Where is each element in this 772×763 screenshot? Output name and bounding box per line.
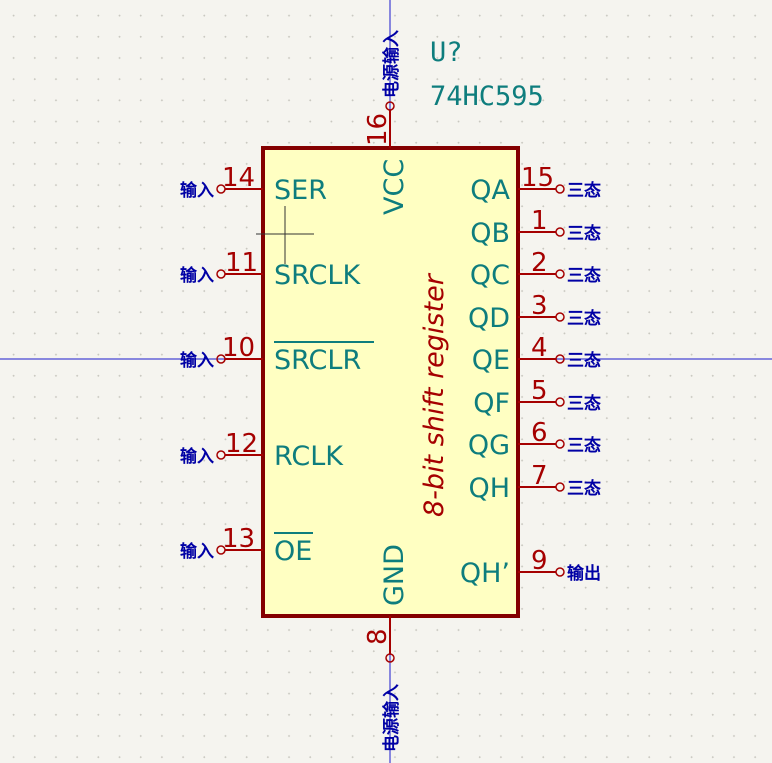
pin-endpoint [216,184,226,194]
pin-name: QF [473,388,510,419]
pin-name: QH [468,473,510,504]
pin-name: SRCLK [274,260,361,291]
electrical-type: 输入 [180,541,214,562]
component-value[interactable]: 74HC595 [430,81,544,112]
electrical-type: 三态 [567,478,601,499]
pin-name: SER [274,175,327,206]
pin-endpoint [385,101,395,111]
pin-name: GND [379,544,410,606]
component-description: 8-bit shift register [419,272,450,517]
pin-name: QB [470,218,510,249]
pin-5[interactable]: 5 QF 三态 [473,376,601,419]
electrical-type: 三态 [567,350,601,371]
pin-endpoint [555,482,565,492]
electrical-type: 电源输入 [381,30,402,98]
pin-number: 13 [222,524,255,554]
pin-endpoint [555,397,565,407]
pin-number: 8 [363,628,393,645]
pin-number: 10 [222,333,255,363]
pin-14[interactable]: 14 SER 输入 [180,163,327,206]
pin-8[interactable]: 8 GND 电源输入 [363,544,410,752]
pin-1[interactable]: 1 QB 三态 [470,206,601,249]
pin-endpoint [216,269,226,279]
pin-number: 2 [531,248,548,278]
pin-7[interactable]: 7 QH 三态 [468,461,601,504]
electrical-type: 输入 [180,446,214,467]
pin-endpoint [216,354,226,364]
pin-number: 12 [225,429,258,459]
electrical-type: 三态 [567,180,601,201]
electrical-type: 三态 [567,265,601,286]
pin-number: 16 [363,113,393,146]
pin-16[interactable]: 16 VCC 电源输入 [363,30,410,215]
pin-11[interactable]: 11 SRCLK 输入 [180,248,361,291]
pin-endpoint [555,269,565,279]
pin-number: 5 [531,376,548,406]
pin-name: VCC [379,159,410,215]
electrical-type: 输入 [180,350,214,371]
pin-number: 14 [222,163,255,193]
pin-number: 15 [521,163,554,193]
electrical-type: 输入 [180,265,214,286]
pin-name: RCLK [274,441,344,472]
pin-name: QG [468,430,510,461]
electrical-type: 三态 [567,393,601,414]
pin-endpoint [216,545,226,555]
pin-2[interactable]: 2 QC 三态 [470,248,601,291]
electrical-type: 三态 [567,308,601,329]
pin-endpoint [555,312,565,322]
electrical-type: 输出 [567,563,601,584]
pin-4[interactable]: 4 QE 三态 [472,333,601,376]
pin-endpoint [555,567,565,577]
pin-number: 6 [531,418,548,448]
pin-endpoint [555,184,565,194]
pin-name: QE [472,345,510,376]
pin-3[interactable]: 3 QD 三态 [468,291,601,334]
electrical-type: 三态 [567,223,601,244]
component-reference[interactable]: U? [430,37,463,68]
electrical-type: 三态 [567,435,601,456]
pin-10[interactable]: 10 SRCLR 输入 [180,333,374,376]
pin-name: SRCLR [274,345,361,376]
pin-9[interactable]: 9 QH’ 输出 [460,546,601,589]
pin-number: 9 [531,546,548,576]
pin-number: 1 [531,206,548,236]
pin-endpoint [555,439,565,449]
pin-endpoint [555,227,565,237]
pin-endpoint [555,354,565,364]
pin-name: OE [274,536,312,567]
pin-endpoint [385,653,395,663]
pin-endpoint [216,450,226,460]
pin-number: 11 [225,248,258,278]
electrical-type: 输入 [180,180,214,201]
pin-number: 4 [531,333,548,363]
electrical-type: 电源输入 [381,684,402,752]
pin-name: QA [470,175,510,206]
pin-name: QC [470,260,510,291]
pin-name: QD [468,303,510,334]
pin-12[interactable]: 12 RCLK 输入 [180,429,344,472]
pin-name: QH’ [460,558,510,589]
pin-13[interactable]: 13 OE 输入 [180,524,313,567]
pin-number: 3 [531,291,548,321]
ic-body[interactable] [261,146,520,618]
pin-15[interactable]: 15 QA 三态 [470,163,601,206]
pin-6[interactable]: 6 QG 三态 [468,418,601,461]
pin-number: 7 [531,461,548,491]
